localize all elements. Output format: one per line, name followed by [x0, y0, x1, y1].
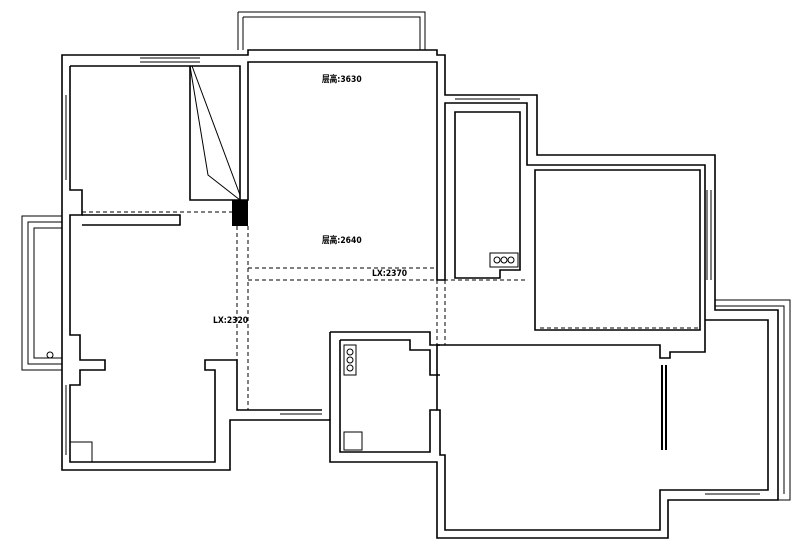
toilet: [69, 441, 93, 463]
stove: [489, 252, 519, 268]
lx-dimension-label: LX:2370: [372, 269, 408, 279]
ceiling-height-label: 层高:2640: [322, 236, 362, 246]
sliding-door: [661, 365, 667, 450]
inner-wall-left: [69, 66, 322, 463]
burner: [346, 348, 354, 356]
drain: [46, 351, 54, 359]
burner: [493, 256, 501, 264]
balcony-left: [21, 215, 62, 371]
lx-dimension-label: LX:2320: [213, 316, 249, 326]
balcony-top: [237, 11, 426, 50]
window-bottom: [280, 409, 760, 495]
kitchen-wall: [329, 331, 440, 453]
window-left: [61, 95, 67, 455]
left-room-walls: [82, 66, 240, 226]
dash-line: [248, 267, 527, 281]
toilet-kitchen: [343, 431, 363, 451]
ceiling-height-label: 层高:3630: [322, 75, 362, 85]
dash-line: [445, 327, 700, 346]
inner-wall: [70, 61, 769, 531]
stove-kitchen: [343, 344, 357, 376]
column: [232, 200, 248, 226]
burner: [507, 256, 515, 264]
burner: [346, 364, 354, 372]
wardrobe-diagonal: [189, 65, 241, 201]
burner: [500, 256, 508, 264]
outer-wall: [61, 49, 779, 539]
dash-line: [436, 280, 446, 345]
window-small: [455, 94, 520, 100]
bath-wall: [454, 111, 701, 331]
window-top-left: [140, 54, 200, 63]
burner: [346, 356, 354, 364]
window-right: [706, 190, 712, 280]
balcony-right: [715, 299, 791, 501]
dash-line: [236, 226, 249, 410]
